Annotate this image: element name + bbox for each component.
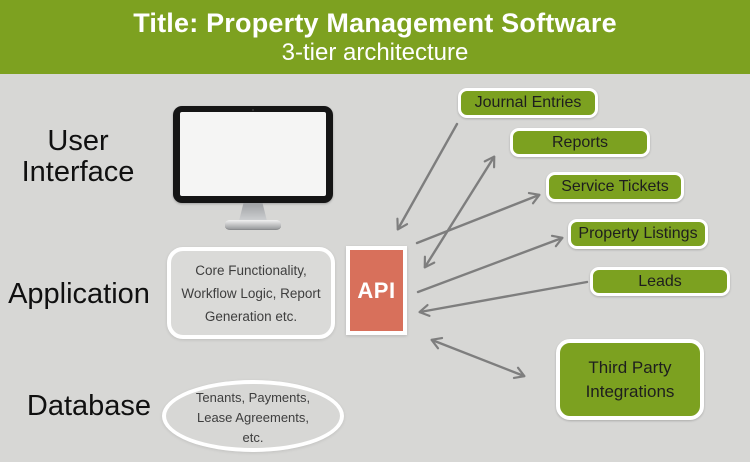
- arrow-api-reports: [423, 155, 496, 269]
- module-box-service-tickets: Service Tickets: [546, 172, 684, 202]
- database-ellipse: Tenants, Payments, Lease Agreements, etc…: [162, 380, 344, 452]
- application-logic-line: Core Functionality,: [195, 262, 307, 278]
- monitor-screen: [180, 112, 326, 196]
- arrow-api-third-party: [430, 336, 526, 380]
- module-label: Leads: [638, 272, 682, 290]
- module-box-third-party-integrations: Third Party Integrations: [556, 339, 704, 420]
- module-box-journal-entries: Journal Entries: [458, 88, 598, 118]
- tier-label-user-interface: User Interface: [21, 125, 135, 188]
- api-label: API: [357, 277, 396, 303]
- tier-label-database: Database: [26, 390, 152, 422]
- module-box-property-listings: Property Listings: [568, 219, 708, 249]
- module-label: Reports: [551, 133, 609, 151]
- module-label: Journal Entries: [474, 94, 582, 111]
- diagram-title: Title: Property Management Software: [133, 7, 617, 38]
- arrow-api-journal-entries: [396, 122, 459, 231]
- module-box-leads: Leads: [590, 267, 730, 296]
- application-logic-line: Workflow Logic, Report: [181, 285, 321, 301]
- application-logic-box: Core Functionality, Workflow Logic, Repo…: [167, 247, 335, 339]
- arrow-api-property-listings: [416, 234, 564, 294]
- application-logic-line: Generation etc.: [204, 308, 298, 324]
- module-box-reports: Reports: [510, 128, 650, 157]
- database-ellipse-line: Tenants, Payments,: [195, 389, 311, 405]
- api-box: API: [346, 246, 407, 335]
- module-label-line: Integrations: [585, 381, 675, 401]
- header-banner: Title: Property Management Software 3-ti…: [0, 0, 750, 74]
- monitor-stand-base: [225, 220, 281, 230]
- monitor-stand-neck: [239, 203, 267, 221]
- monitor-bezel: [173, 106, 333, 203]
- database-ellipse-line: Lease Agreements,: [196, 409, 310, 425]
- database-ellipse-line: etc.: [242, 429, 264, 445]
- diagram-subtitle: 3-tier architecture: [281, 38, 469, 66]
- arrow-api-service-tickets: [415, 191, 541, 245]
- arrow-api-leads: [418, 280, 589, 317]
- module-label: Service Tickets: [561, 178, 669, 195]
- monitor-camera-dot: [252, 109, 254, 111]
- module-label-line: Third Party: [588, 357, 672, 377]
- tier-label-application: Application: [8, 278, 150, 310]
- module-label: Property Listings: [578, 225, 698, 242]
